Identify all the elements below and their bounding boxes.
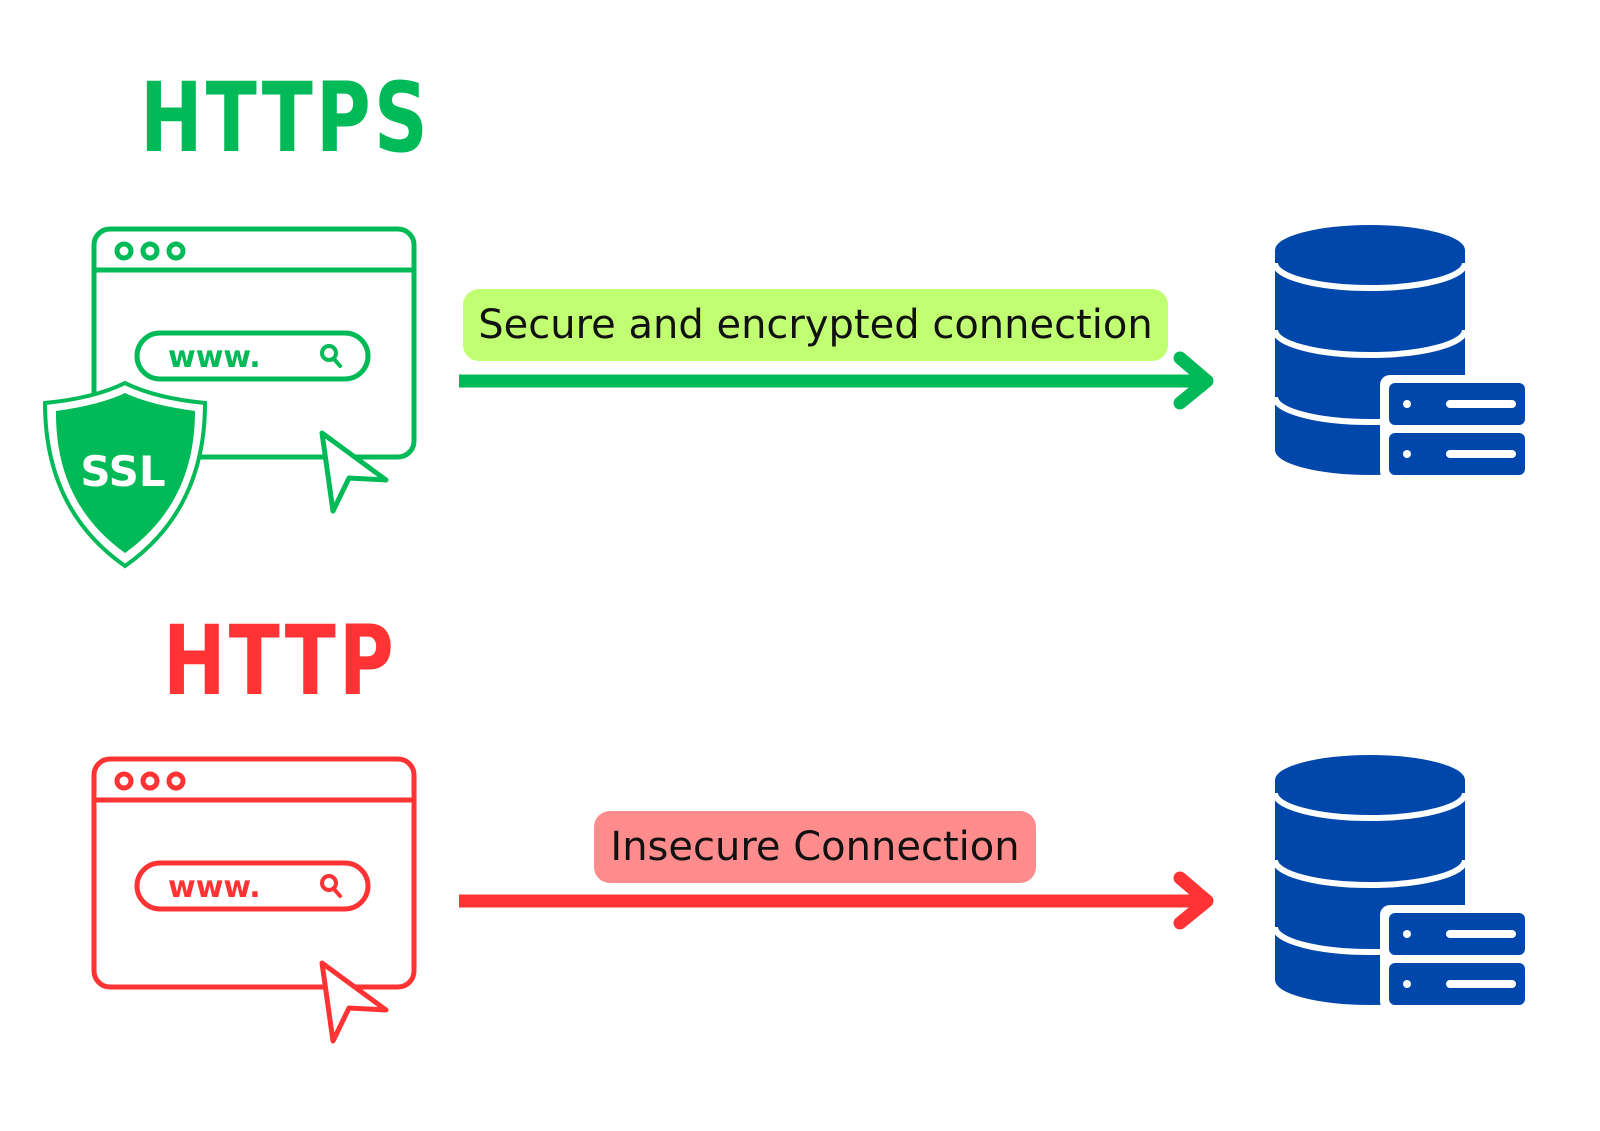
database-server-icon bbox=[1275, 755, 1532, 1011]
http-title: HTTP bbox=[163, 605, 397, 717]
secure-connection-arrow bbox=[459, 351, 1214, 410]
search-icon-handle bbox=[332, 887, 342, 898]
address-bar bbox=[134, 330, 371, 382]
secure-connection-label: Secure and encrypted connection bbox=[463, 289, 1168, 361]
browser-window-frame bbox=[91, 226, 417, 460]
search-icon bbox=[320, 874, 338, 892]
browser-window-frame bbox=[91, 756, 417, 990]
https-browser-icon bbox=[91, 226, 417, 460]
window-dot-icon bbox=[140, 241, 160, 261]
search-icon-handle bbox=[332, 357, 342, 368]
http-browser-icon bbox=[91, 756, 417, 990]
insecure-connection-arrow bbox=[459, 871, 1214, 930]
address-bar bbox=[134, 860, 371, 912]
cursor-arrow-icon bbox=[319, 430, 389, 514]
search-icon bbox=[320, 344, 338, 362]
window-dot-icon bbox=[114, 241, 134, 261]
https-title: HTTPS bbox=[140, 62, 431, 174]
window-dot-icon bbox=[166, 771, 186, 791]
window-dot-icon bbox=[166, 241, 186, 261]
cursor-arrow-icon bbox=[319, 960, 389, 1044]
insecure-connection-label: Insecure Connection bbox=[594, 811, 1036, 883]
ssl-shield-icon bbox=[42, 380, 208, 569]
window-dot-icon bbox=[114, 771, 134, 791]
ssl-badge-text: SSL bbox=[80, 447, 165, 496]
database-server-icon bbox=[1275, 225, 1532, 481]
window-dot-icon bbox=[140, 771, 160, 791]
https-url-text: www. bbox=[168, 340, 261, 375]
http-url-text: www. bbox=[168, 870, 261, 905]
